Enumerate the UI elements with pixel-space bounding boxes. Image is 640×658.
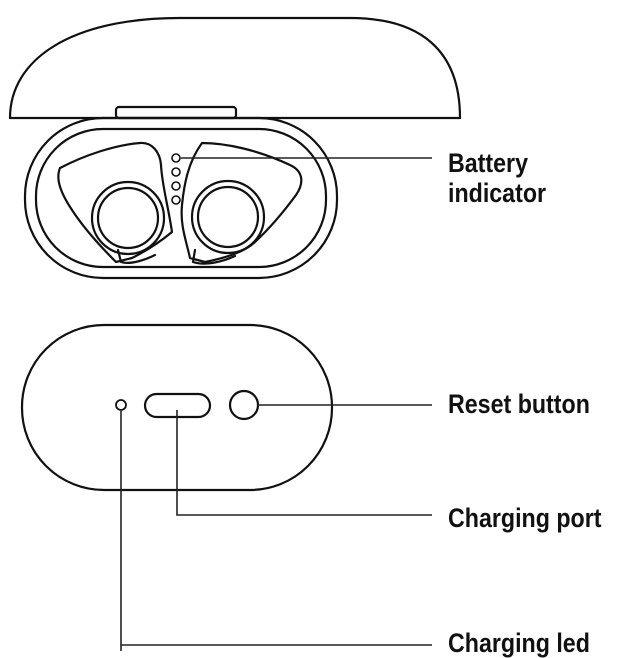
right-earbud	[180, 141, 303, 265]
case-lid	[8, 16, 462, 120]
charging-led	[115, 399, 127, 411]
left-earbud	[57, 141, 174, 264]
charging-port-label: Charging port	[448, 503, 602, 533]
lid-hinge	[114, 105, 238, 120]
case-base-outer	[23, 116, 339, 280]
battery-indicator-label: Battery indicator	[448, 148, 547, 208]
case-base-inner	[34, 127, 328, 269]
reset-button-label: Reset button	[448, 389, 590, 419]
battery-indicator-leds	[171, 153, 181, 205]
leader-line-charging-port	[176, 410, 432, 516]
charging-led-label: Charging led	[448, 628, 590, 658]
reset-button	[228, 389, 260, 421]
